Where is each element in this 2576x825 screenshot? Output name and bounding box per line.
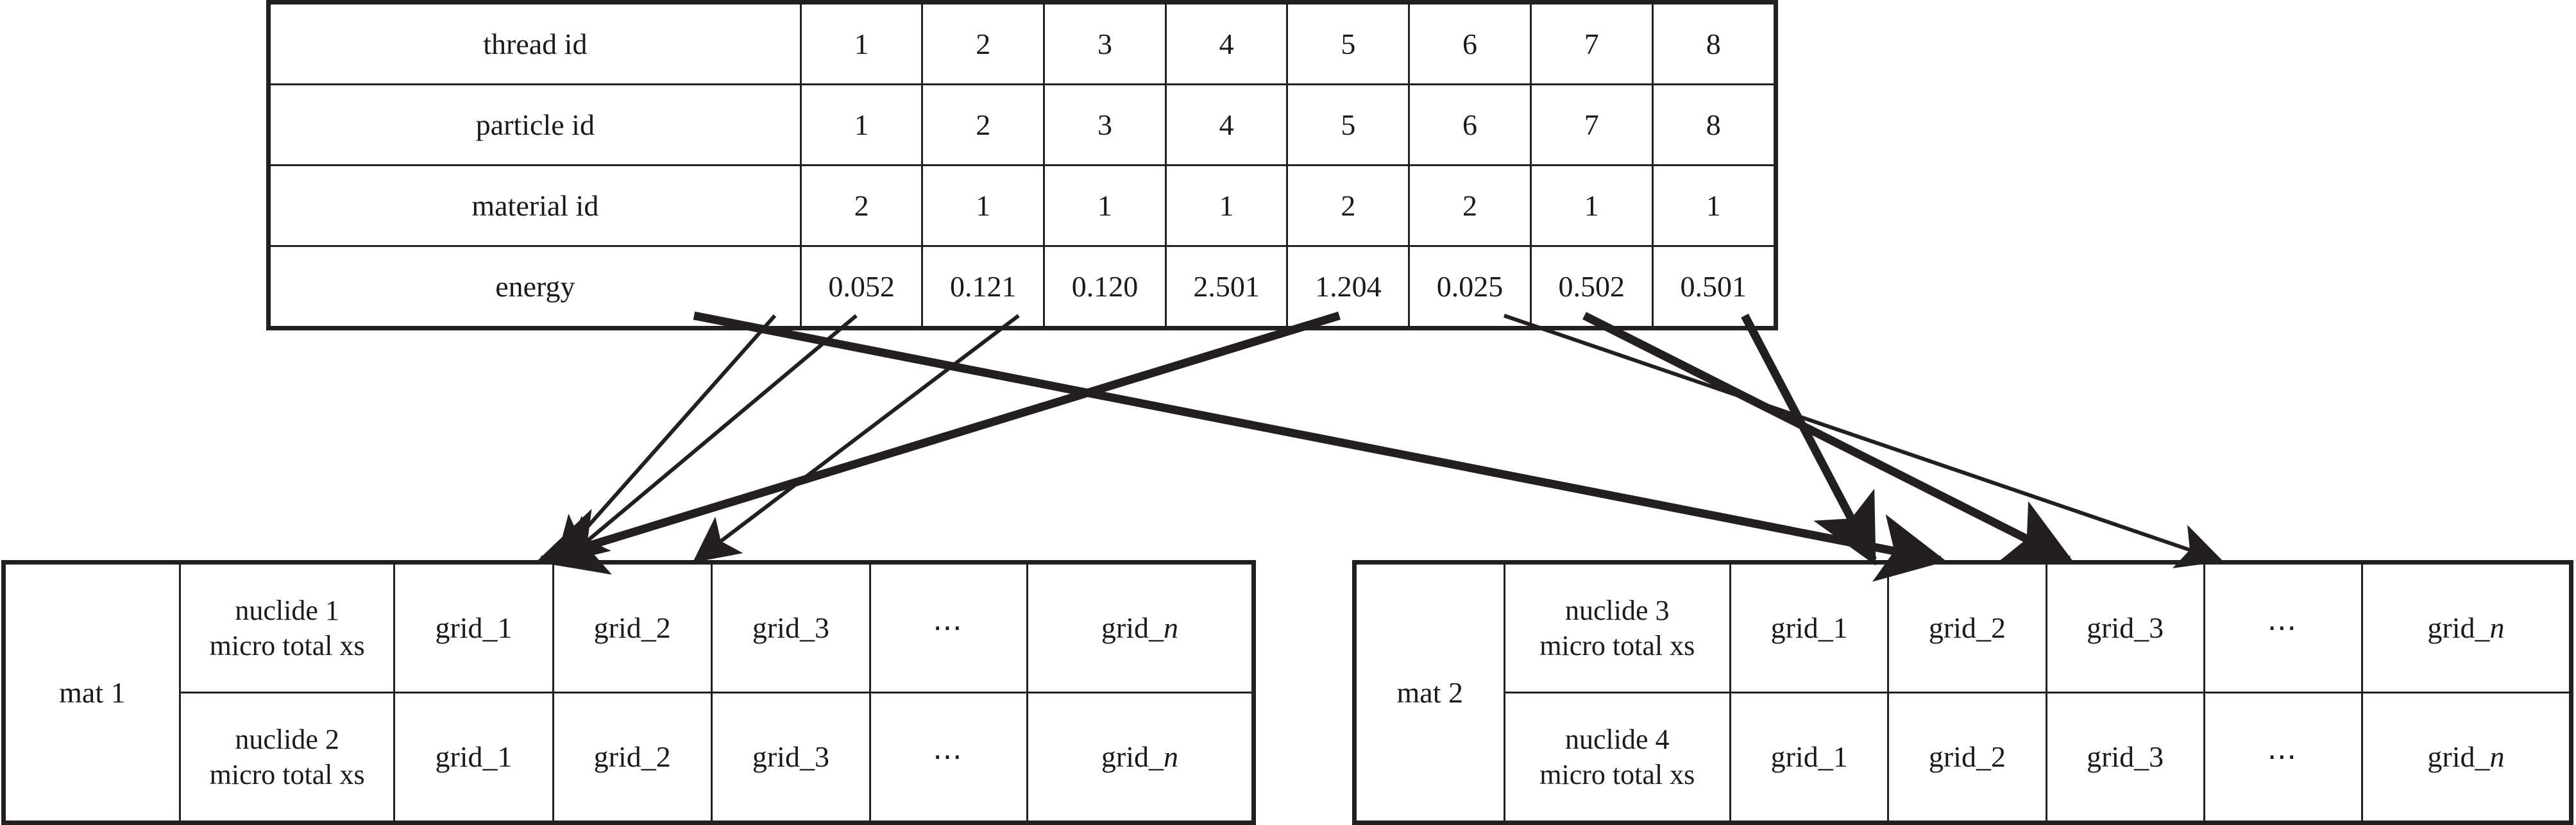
grid-n-prefix: grid_ <box>2427 611 2490 645</box>
cell-energy-5: 1.204 <box>1286 245 1411 329</box>
cell-energy-3: 0.120 <box>1043 245 1167 329</box>
cell-mat1-nuc1-grid-n: grid_n <box>1026 561 1255 693</box>
cell-mat1-nuc2-grid-n: grid_n <box>1026 692 1255 824</box>
cell-particle-id-3: 3 <box>1043 83 1167 166</box>
cell-energy-8: 0.501 <box>1651 245 1777 329</box>
nuclide-label-1-line2: micro total xs <box>209 630 365 661</box>
table-row-nuclide-1: mat 1 nuclide 1 micro total xs grid_1 gr… <box>3 561 1255 824</box>
mapping-arrow-particle-5 <box>536 311 1341 575</box>
grid-n-prefix: grid_ <box>2427 740 2490 774</box>
mapping-arrow-particle-8 <box>1741 313 1877 566</box>
cell-mat2-nuc3-grid-n: grid_n <box>2360 561 2573 693</box>
nuclide-label-3: nuclide 3 micro total xs <box>1503 561 1732 693</box>
cell-thread-id-7: 7 <box>1529 1 1654 85</box>
cell-energy-7: 0.502 <box>1529 245 1654 329</box>
table-row-nuclide-3: mat 2 nuclide 3 micro total xs grid_1 gr… <box>1353 561 2573 824</box>
material-name-mat-1: mat 1 <box>3 561 181 824</box>
nuclide-label-1: nuclide 1 micro total xs <box>178 561 396 693</box>
cell-thread-id-8: 8 <box>1651 1 1777 85</box>
nuclide-label-4: nuclide 4 micro total xs <box>1503 692 1732 824</box>
cell-thread-id-2: 2 <box>921 1 1046 85</box>
cell-mat2-nuc3-grid-1: grid_1 <box>1729 561 1890 693</box>
table-row-energy: energy 0.052 0.121 0.120 2.501 1.204 0.0… <box>267 245 1777 329</box>
cell-particle-id-4: 4 <box>1164 83 1289 166</box>
row-label-energy: energy <box>267 245 802 329</box>
cell-material-id-4: 1 <box>1164 164 1289 247</box>
cell-material-id-2: 1 <box>921 164 1046 247</box>
material-table-mat-1: mat 1 nuclide 1 micro total xs grid_1 gr… <box>1 560 1256 825</box>
cell-mat2-nuc4-grid-2: grid_2 <box>1887 692 2047 824</box>
mapping-arrow-particle-2 <box>555 314 777 563</box>
grid-n-index: n <box>1164 740 1179 774</box>
nuclide-label-2-line1: nuclide 2 <box>235 724 339 755</box>
row-label-thread-id: thread id <box>267 1 802 85</box>
table-row-nuclide-2: nuclide 2 micro total xs grid_1 grid_2 g… <box>4 692 1255 824</box>
cell-material-id-7: 1 <box>1529 164 1654 247</box>
cell-material-id-3: 1 <box>1043 164 1167 247</box>
material-table-mat-2: mat 2 nuclide 3 micro total xs grid_1 gr… <box>1352 560 2573 825</box>
cell-mat2-nuc4-grid-1: grid_1 <box>1729 692 1890 824</box>
grid-n-prefix: grid_ <box>1101 740 1164 774</box>
grid-n-index: n <box>1164 611 1179 645</box>
cell-material-id-5: 2 <box>1286 164 1411 247</box>
table-row-particle-id: particle id 1 2 3 4 5 6 7 8 <box>267 83 1777 166</box>
cell-particle-id-5: 5 <box>1286 83 1411 166</box>
row-label-particle-id: particle id <box>267 83 802 166</box>
mapping-arrow-particle-7 <box>1582 312 2074 564</box>
cell-mat1-nuc2-ellipsis: ⋯ <box>869 692 1028 824</box>
cell-mat2-nuc3-grid-3: grid_3 <box>2045 561 2205 693</box>
mapping-arrow-particle-4 <box>692 314 1020 563</box>
cell-thread-id-3: 3 <box>1043 1 1167 85</box>
cell-mat1-nuc2-grid-1: grid_1 <box>393 692 554 824</box>
nuclide-label-1-line1: nuclide 1 <box>235 595 339 626</box>
cell-thread-id-5: 5 <box>1286 1 1411 85</box>
nuclide-label-3-line2: micro total xs <box>1539 630 1695 661</box>
cell-mat1-nuc1-grid-1: grid_1 <box>393 561 554 693</box>
cell-energy-4: 2.501 <box>1164 245 1289 329</box>
cell-mat1-nuc2-grid-3: grid_3 <box>710 692 872 824</box>
cell-mat2-nuc4-grid-n: grid_n <box>2360 692 2573 824</box>
cell-mat1-nuc1-ellipsis: ⋯ <box>869 561 1028 693</box>
nuclide-label-2-line2: micro total xs <box>209 759 365 790</box>
grid-n-index: n <box>2489 740 2505 774</box>
grid-n-prefix: grid_ <box>1101 611 1164 645</box>
mapping-arrow-particle-6 <box>1504 314 2224 568</box>
grid-n-index: n <box>2489 611 2505 645</box>
cell-mat2-nuc4-ellipsis: ⋯ <box>2203 692 2363 824</box>
arrow-group <box>536 311 2224 582</box>
cell-thread-id-6: 6 <box>1408 1 1532 85</box>
cell-energy-2: 0.121 <box>921 245 1046 329</box>
cell-particle-id-8: 8 <box>1651 83 1777 166</box>
mapping-arrow-particle-3 <box>561 314 858 563</box>
nuclide-label-4-line2: micro total xs <box>1539 759 1695 790</box>
table-row-thread-id: thread id 1 2 3 4 5 6 7 8 <box>267 1 1777 85</box>
cell-particle-id-7: 7 <box>1529 83 1654 166</box>
cell-particle-id-1: 1 <box>799 83 924 166</box>
nuclide-label-4-line1: nuclide 4 <box>1565 724 1670 755</box>
table-row-nuclide-4: nuclide 4 micro total xs grid_1 grid_2 g… <box>1355 692 2573 824</box>
cell-mat1-nuc2-grid-2: grid_2 <box>552 692 713 824</box>
cell-material-id-8: 1 <box>1651 164 1777 247</box>
cell-mat1-nuc1-grid-3: grid_3 <box>710 561 872 693</box>
cell-mat2-nuc3-ellipsis: ⋯ <box>2203 561 2363 693</box>
nuclide-label-3-line1: nuclide 3 <box>1565 595 1670 626</box>
cell-material-id-6: 2 <box>1408 164 1532 247</box>
cell-mat2-nuc4-grid-3: grid_3 <box>2045 692 2205 824</box>
cell-particle-id-6: 6 <box>1408 83 1532 166</box>
cell-mat2-nuc3-grid-2: grid_2 <box>1887 561 2047 693</box>
cell-energy-6: 0.025 <box>1408 245 1532 329</box>
cell-particle-id-2: 2 <box>921 83 1046 166</box>
particle-bank-table: thread id 1 2 3 4 5 6 7 8 particle id 1 … <box>266 0 1778 330</box>
material-name-mat-2: mat 2 <box>1353 561 1505 824</box>
nuclide-label-2: nuclide 2 micro total xs <box>178 692 396 824</box>
cell-thread-id-1: 1 <box>799 1 924 85</box>
cell-mat1-nuc1-grid-2: grid_2 <box>552 561 713 693</box>
cell-energy-1: 0.052 <box>799 245 924 329</box>
cell-material-id-1: 2 <box>799 164 924 247</box>
table-row-material-id: material id 2 1 1 1 2 2 1 1 <box>267 164 1777 247</box>
row-label-material-id: material id <box>267 164 802 247</box>
mapping-arrow-particle-1 <box>693 311 1947 582</box>
cell-thread-id-4: 4 <box>1164 1 1289 85</box>
